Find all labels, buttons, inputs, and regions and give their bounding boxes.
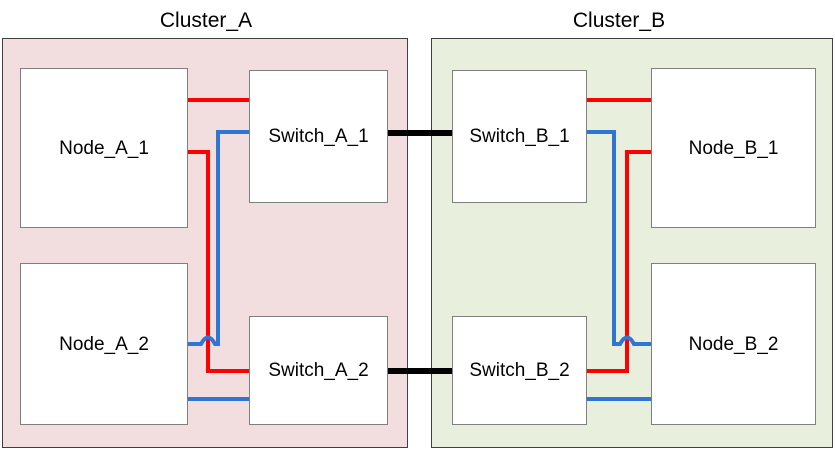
node-label: Node_B_2: [688, 333, 779, 355]
node-label: Node_A_2: [59, 333, 149, 355]
node-box-node-b-1[interactable]: Node_B_1: [651, 68, 816, 228]
node-label: Switch_A_1: [268, 126, 369, 147]
node-box-switch-a-2[interactable]: Switch_A_2: [249, 316, 388, 425]
node-box-node-b-2[interactable]: Node_B_2: [651, 263, 816, 425]
node-label: Switch_B_2: [469, 360, 570, 381]
node-box-switch-b-2[interactable]: Switch_B_2: [452, 316, 587, 425]
node-label: Switch_B_1: [469, 126, 570, 147]
node-box-switch-a-1[interactable]: Switch_A_1: [249, 70, 388, 203]
node-box-node-a-2[interactable]: Node_A_2: [20, 263, 188, 425]
node-box-switch-b-1[interactable]: Switch_B_1: [452, 70, 587, 203]
cluster-title-b: Cluster_B: [572, 9, 666, 32]
node-label: Node_A_1: [59, 137, 149, 159]
node-label: Node_B_1: [688, 137, 779, 159]
node-box-node-a-1[interactable]: Node_A_1: [20, 68, 188, 228]
node-label: Switch_A_2: [268, 360, 369, 381]
cluster-title-a: Cluster_A: [159, 9, 253, 32]
